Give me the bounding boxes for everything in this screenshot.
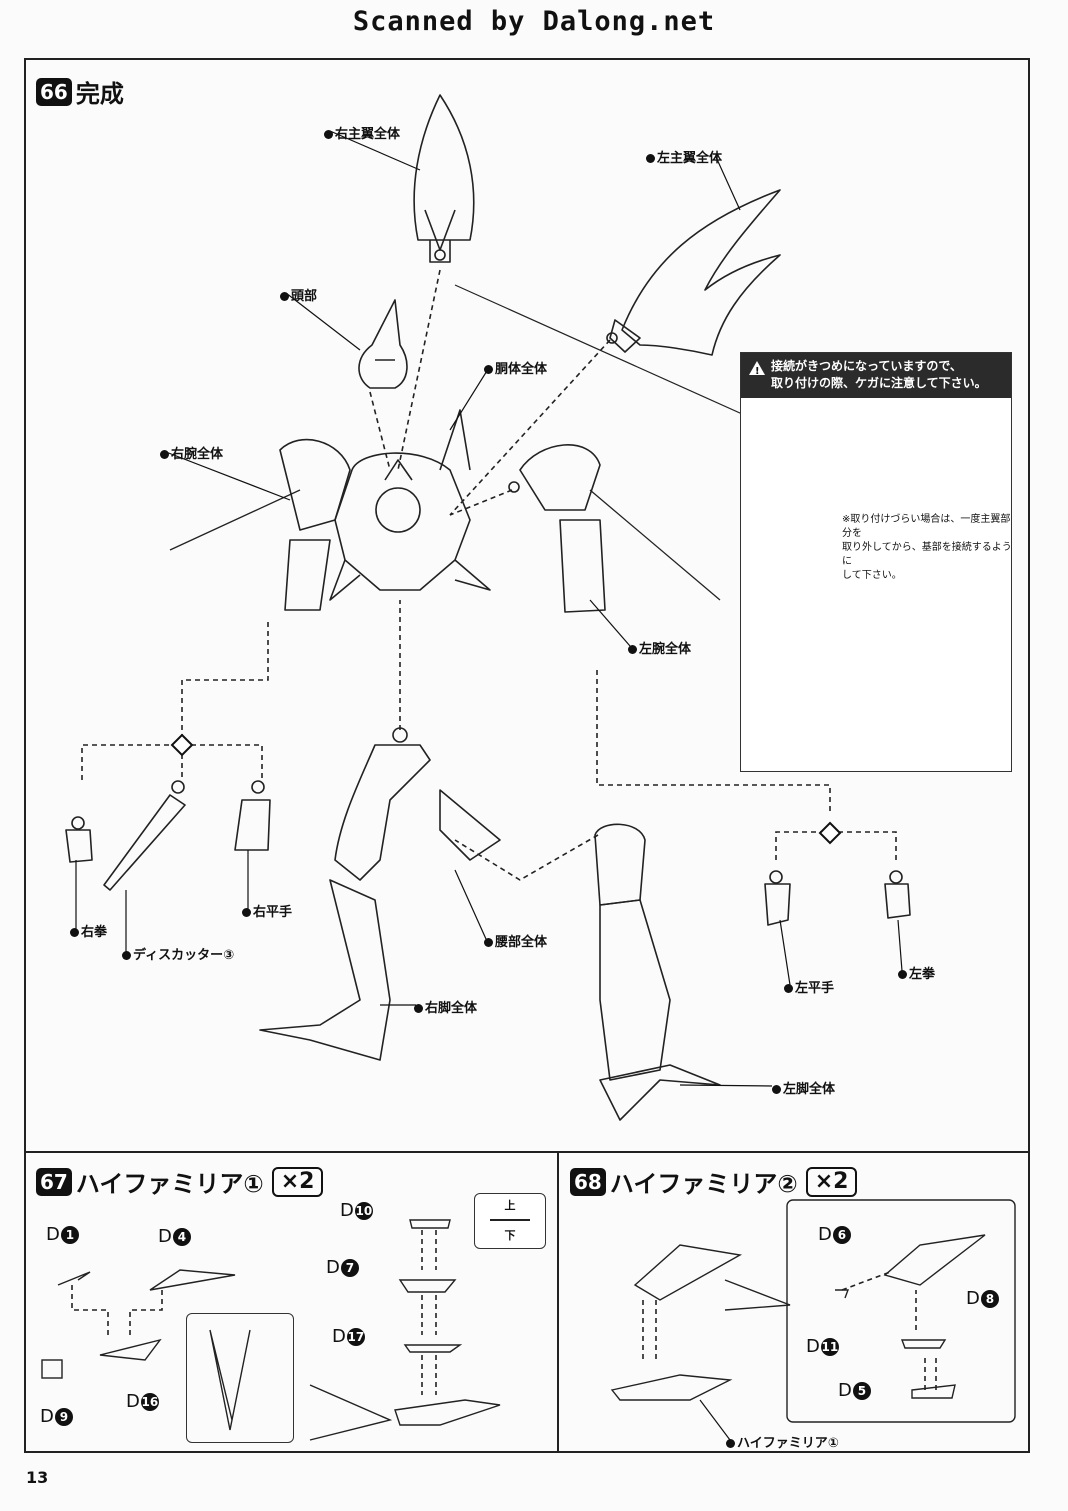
bullet-icon [70, 928, 79, 937]
orientation-down: 下 [504, 1229, 516, 1242]
step68-number: 68 [570, 1167, 606, 1196]
bullet-icon [324, 130, 333, 139]
left-arm-drawing [508, 444, 721, 613]
step68-title: ハイファミリア② [609, 1170, 798, 1198]
bullet-icon [160, 450, 169, 459]
bullet-icon [122, 951, 131, 960]
label-left-main-wing: 左主翼全体 [646, 147, 722, 166]
step66-number: 66 [36, 77, 72, 106]
bullet-icon [484, 938, 493, 947]
bullet-icon [628, 645, 637, 654]
right-main-wing-drawing [413, 94, 475, 263]
step68-multiplier: ×2 [805, 1166, 858, 1197]
scan-credit: Scanned by Dalong.net [352, 6, 716, 37]
bullet-icon [898, 970, 907, 979]
bullet-icon [484, 365, 493, 374]
label-right-open-hand: 右平手 [242, 901, 292, 920]
right-leg-drawing [259, 727, 501, 1061]
label-right-main-wing: 右主翼全体 [324, 123, 400, 142]
orientation-box: 上 下 [474, 1193, 546, 1249]
step67-title: ハイファミリア① [75, 1170, 264, 1198]
label-waist: 腰部全体 [484, 931, 547, 950]
step67-detail-box [186, 1313, 294, 1443]
label-left-fist: 左拳 [898, 963, 935, 982]
hands-drawing [65, 780, 911, 926]
label-left-open-hand: 左平手 [784, 977, 834, 996]
head-drawing [358, 299, 408, 389]
connector-diamond-left [170, 733, 194, 757]
torso-drawing [329, 409, 491, 601]
caution-heading: ! 接続がきつめになっていますので、 取り付けの際、ケガに注意して下さい。 [741, 353, 1011, 398]
caution-note: ※取り付けづらい場合は、一度主翼部分を 取り外してから、基部を接続するように し… [842, 514, 1012, 581]
left-main-wing-drawing [606, 189, 781, 356]
bullet-icon [726, 1439, 735, 1448]
label-hi-familia-1: ハイファミリア① [726, 1432, 839, 1451]
label-right-fist: 右拳 [70, 921, 107, 940]
step67-number: 67 [36, 1167, 72, 1196]
connector-diamond-right [818, 821, 842, 845]
step67-multiplier: ×2 [271, 1166, 324, 1197]
bullet-icon [772, 1085, 781, 1094]
bullet-icon [242, 908, 251, 917]
right-arm-drawing [169, 438, 351, 611]
step68-frame [557, 1151, 1030, 1453]
page-number: 13 [26, 1468, 49, 1487]
orientation-up: 上 [504, 1199, 516, 1212]
label-head: 頭部 [280, 285, 317, 304]
label-left-leg: 左脚全体 [772, 1078, 835, 1097]
bullet-icon [414, 1004, 423, 1013]
label-left-arm: 左腕全体 [628, 638, 691, 657]
warning-icon: ! [749, 361, 765, 377]
label-right-leg: 右脚全体 [414, 997, 477, 1016]
bullet-icon [280, 292, 289, 301]
bullet-icon [784, 984, 793, 993]
step66-title: 完成 [75, 80, 124, 108]
bullet-icon [646, 154, 655, 163]
orientation-mark [490, 1219, 530, 1221]
label-disc-cutter: ディスカッター③ [122, 944, 234, 963]
label-torso: 胴体全体 [484, 358, 547, 377]
caution-box: ! 接続がきつめになっていますので、 取り付けの際、ケガに注意して下さい。 [740, 352, 1012, 772]
label-right-arm: 右腕全体 [160, 443, 223, 462]
left-leg-drawing [594, 823, 721, 1121]
